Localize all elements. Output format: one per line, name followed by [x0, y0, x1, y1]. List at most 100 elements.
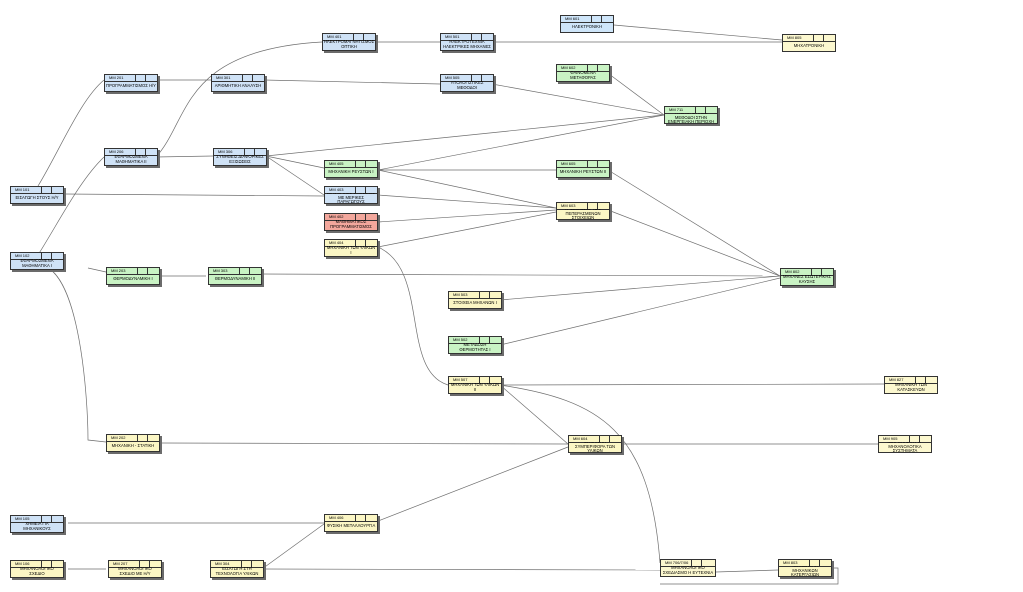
code-cell-divider: [823, 35, 824, 41]
course-code: MM 805: [783, 35, 835, 42]
course-title: ΕΠΙΛΟΓΗ ΥΛΙΚΩΝ ΣΤΟΝ ΜΗΧΑΝΟΛΟΓΙΚΟ ΣΧΕΔΙΑΣ…: [662, 566, 714, 576]
code-cell-divider: [479, 337, 480, 343]
course-code: MM 106: [11, 561, 63, 568]
code-cell-divider: [691, 560, 692, 566]
course-code: MM 201: [105, 75, 157, 82]
code-cell-divider: [587, 65, 588, 71]
course-code: MM 905: [879, 436, 931, 443]
course-code: MM 406: [325, 515, 377, 522]
link: [37, 156, 105, 256]
link: [261, 523, 325, 570]
course-node[interactable]: MM 803ΤΕΧΝΟΛΟΓΙΑ ΜΗΧΑΝΙΚΩΝ ΚΑΤΕΡΓΑΣΙΩΝ: [778, 559, 832, 577]
link: [64, 193, 325, 197]
link: [377, 446, 569, 522]
course-title: ΤΕΧΝΟΛΟΓΙΑ ΜΗΧΑΝΙΚΩΝ ΚΑΤΕΡΓΑΣΙΩΝ: [790, 566, 820, 576]
code-cell-divider: [41, 187, 42, 193]
course-title: ΕΙΣΑΓΩΓΗ ΣΤΟΥΣ Η/Υ: [15, 194, 59, 200]
course-node[interactable]: MM 905ΜΙΚΡΟΗΛΕΚΤΡΟ- ΜΗΧΑΝΟΛΟΓΙΚΑ ΣΥΣΤΗΜΑ…: [878, 435, 932, 453]
course-title: ΜΗΧΑΝΙΚΗ ΤΩΝ ΚΑΤΑΣΚΕΥΩΝ: [895, 383, 927, 392]
link: [660, 567, 839, 585]
course-title: ΜΗΧΑΝΙΚΗ ΤΩΝ ΥΛΙΚΩΝ Ι: [326, 246, 376, 255]
course-title: ΔΙΑΦΟΡΙΚΕΣ ΕΞΙΣΩΣΕΙΣ ΜΕ ΜΕΡΙΚΕΣ ΠΑΡΑΓΩΓΟ…: [327, 193, 375, 203]
course-node[interactable]: MM 403ΔΙΑΦΟΡΙΚΕΣ ΕΞΙΣΩΣΕΙΣ ΜΕ ΜΕΡΙΚΕΣ ΠΑ…: [324, 186, 378, 204]
course-title: ΣΥΝΗΘΕΙΣ ΔΙΑΦΟΡΙΚΕΣ ΕΞΙΣΩΣΕΙΣ: [216, 155, 264, 164]
course-code: MM 605: [557, 161, 609, 168]
course-title: ΗΛΕΚΤΡΟΝΙΚΗ: [571, 23, 603, 29]
code-cell-divider: [597, 65, 598, 71]
course-title: ΘΕΡΜΟΔΥΝΑΜΙΚΗ ΙΙ: [214, 275, 256, 281]
code-cell-divider: [471, 75, 472, 81]
code-cell-divider: [601, 16, 602, 22]
course-code: MM 402: [325, 214, 377, 221]
course-title: ΣΤΟΙΧΕΙΑ ΜΗΧΑΝΩΝ Ι: [453, 299, 497, 305]
course-node[interactable]: MM 604ΜΗΧΑΝΙΚΗ ΣΥΜΠΕΡΙΦΟΡΑ ΤΩΝ ΥΛΙΚΩΝ: [568, 435, 622, 453]
course-node[interactable]: MM 706/7/06ΕΠΙΛΟΓΗ ΥΛΙΚΩΝ ΣΤΟΝ ΜΗΧΑΝΟΛΟΓ…: [660, 559, 716, 577]
course-title: ΜΗΧΑΝΙΚΗ ΡΕΥΣΤΩΝ ΙΙ: [559, 168, 607, 174]
code-cell-divider: [365, 187, 366, 193]
code-cell-divider: [811, 269, 812, 275]
code-cell-divider: [41, 561, 42, 567]
code-cell-divider: [41, 516, 42, 522]
course-code: MM 206: [105, 149, 157, 156]
code-cell-divider: [471, 34, 472, 40]
course-title: ΗΛΕΚΤΡΟΜΑΓΝΗΤΙΣΜΟΣ ΟΠΤΙΚΗ: [323, 40, 375, 49]
link: [613, 24, 783, 41]
link: [87, 267, 107, 273]
course-code: MM 603: [557, 203, 609, 210]
code-cell-divider: [242, 75, 243, 81]
link: [377, 211, 557, 248]
course-title: ΕΦΑΡΜΟΣΜΕΝΑ ΜΑΘΗΜΑΤΙΚΑ ΙΙ: [114, 155, 148, 164]
course-code: MM 601: [561, 16, 613, 23]
code-cell-divider: [137, 268, 138, 274]
course-code: MM 503: [449, 292, 501, 299]
code-cell-divider: [355, 214, 356, 220]
code-cell-divider: [479, 377, 480, 383]
course-code: MM 711: [665, 107, 717, 114]
course-code: MM 501: [441, 34, 493, 41]
link: [607, 169, 781, 277]
course-node[interactable]: MM 711ΥΠΟΛΟΓΙΣΤΙΚΕΣ ΜΕΘΟΔΟΙ ΣΤΗΝ ΕΝΕΡΓΕΙ…: [664, 106, 718, 124]
code-cell-divider: [355, 161, 356, 167]
course-code: MM 304: [211, 561, 263, 568]
link: [261, 568, 661, 571]
code-cell-divider: [591, 16, 592, 22]
link: [159, 442, 569, 445]
course-title: ΦΥΣΙΚΗ ΜΕΤΑΛΛΟΥΡΓΙΑ: [326, 522, 376, 528]
code-cell-divider: [355, 240, 356, 246]
course-node[interactable]: MM 603Η ΜΕΘΟΔΟΣ ΤΩΝ ΠΕΠΕΡΑΣΜΕΝΩΝ ΣΤΟΙΧΕΙ…: [556, 202, 610, 220]
course-code: MM 405: [325, 161, 377, 168]
code-cell-divider: [701, 560, 702, 566]
course-title: ΥΠΟΛΟΓΙΣΤΙΚΕΣ ΜΕΘΟΔΟΙ: [450, 81, 484, 90]
code-cell-divider: [149, 561, 150, 567]
code-cell-divider: [597, 203, 598, 209]
